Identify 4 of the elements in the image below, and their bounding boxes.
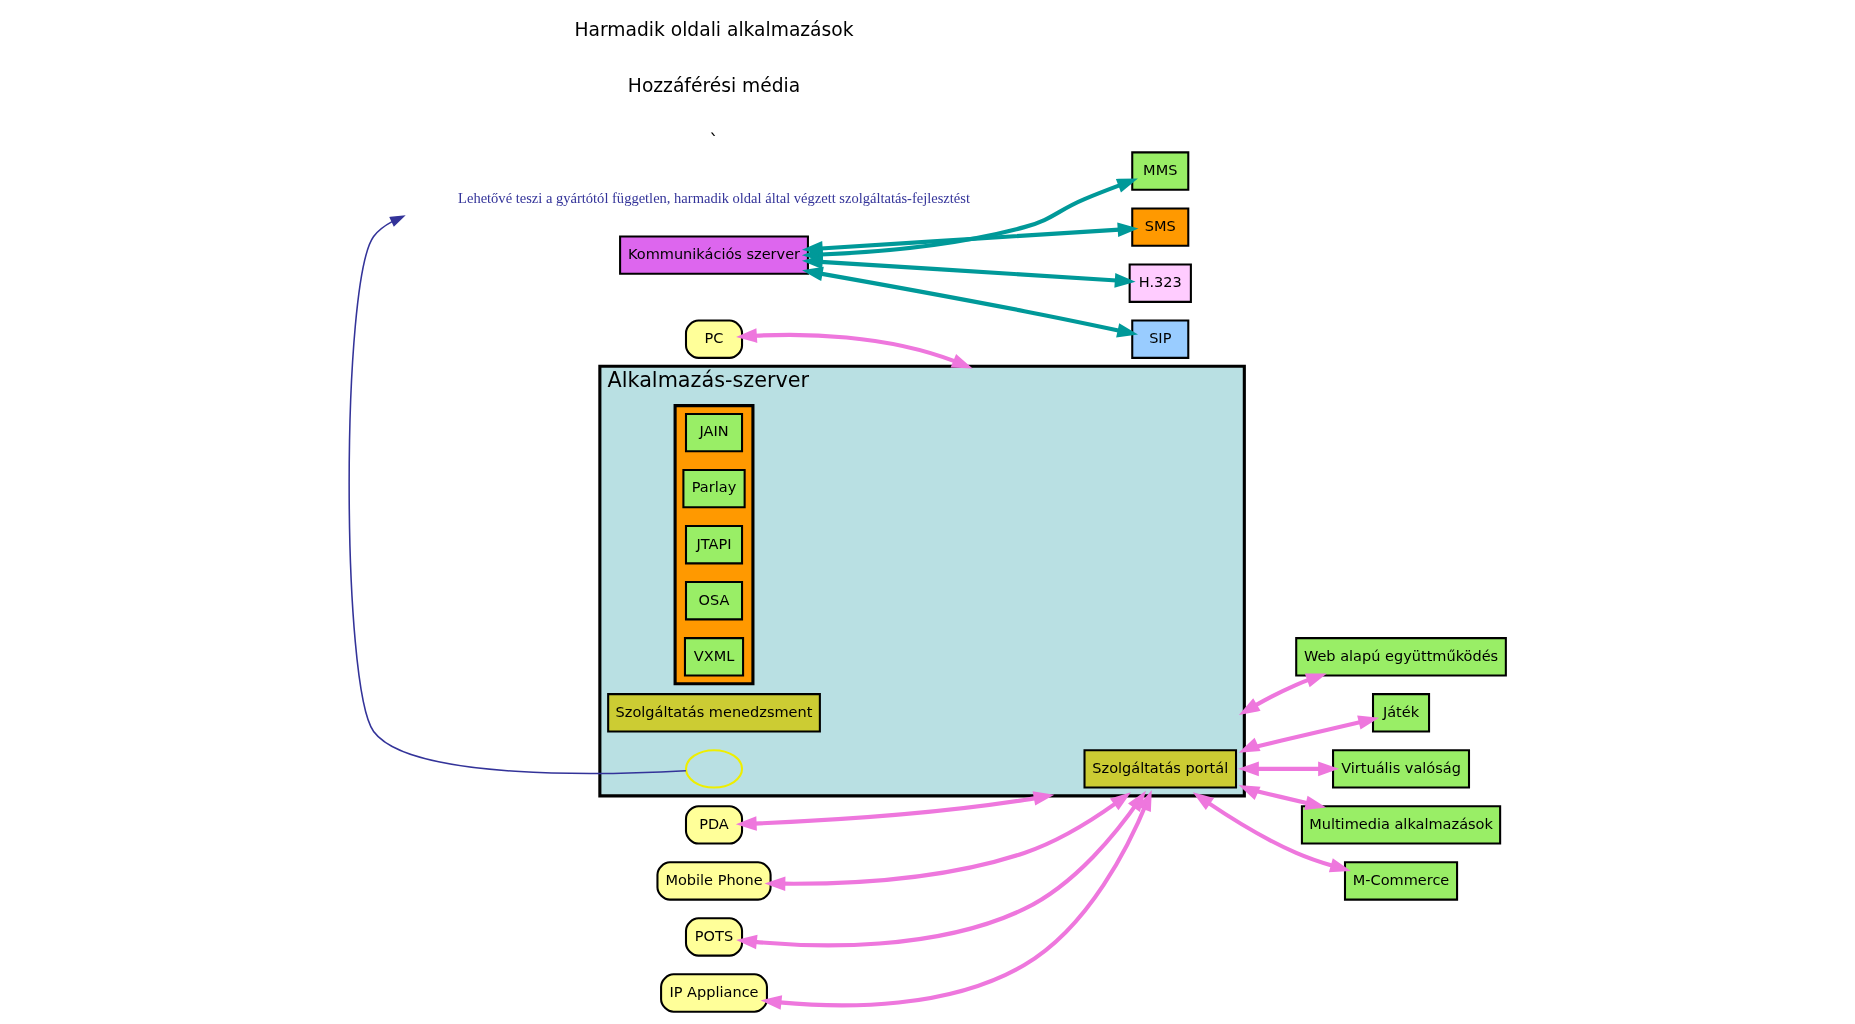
- label: Harmadik oldali alkalmazások: [574, 18, 854, 40]
- node-text: Lehetővé teszi a gyártótól független, harmadik oldal által végzett szolgáltatás-fejlesztést: [458, 189, 970, 206]
- label: `: [709, 130, 719, 152]
- label: Hozzáférési média: [627, 74, 801, 96]
